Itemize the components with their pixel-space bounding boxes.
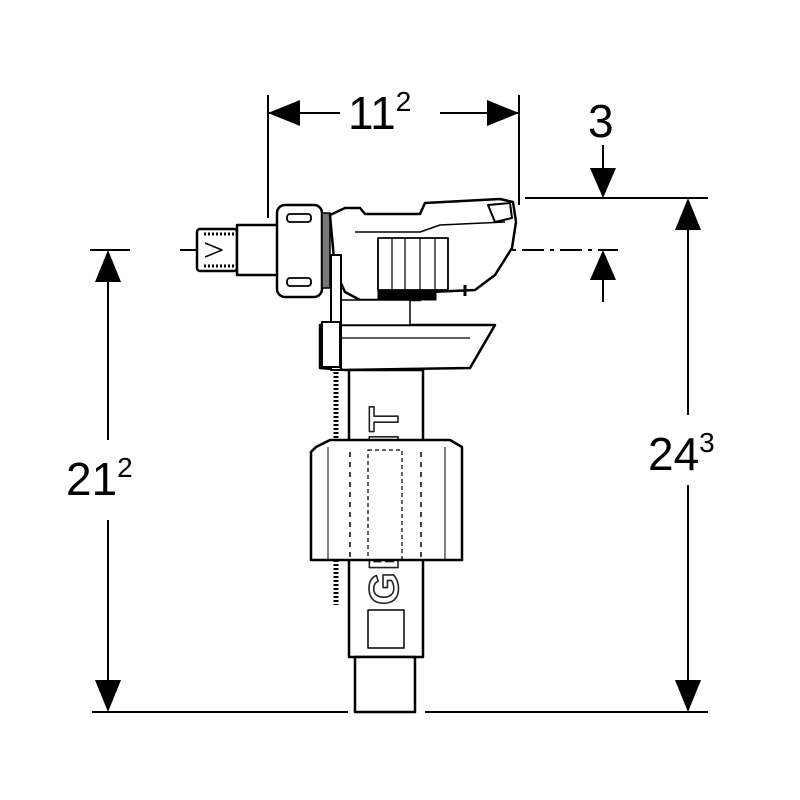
arrow-up-icon: [675, 198, 701, 230]
dim-height-right-label: 243: [648, 427, 715, 480]
arrow-down-icon: [675, 680, 701, 712]
dimension-offset-top: [525, 145, 708, 302]
arrow-right-icon: [487, 100, 519, 126]
float: [309, 438, 464, 562]
dim-height-left-label: 212: [66, 452, 133, 505]
adjustment-rod: [330, 254, 342, 371]
arrow-up-icon: [590, 250, 616, 280]
valve-bowl: [318, 323, 497, 372]
threaded-connector: [195, 223, 285, 277]
arrow-left-icon: [268, 100, 300, 126]
dim-width-top-label: 112: [348, 86, 411, 139]
valve-body: [328, 197, 518, 302]
fill-valve: GEBERIT: [195, 197, 518, 714]
arrow-up-icon: [95, 250, 121, 282]
dim-offset-top-label: 3: [588, 95, 614, 147]
union-nut: [275, 203, 331, 299]
dimension-height-right: [675, 198, 701, 712]
dimension-width-top: [267, 95, 520, 218]
arrow-down-icon: [590, 168, 616, 198]
arrow-down-icon: [95, 680, 121, 712]
dimension-height-left: [95, 250, 121, 712]
inlet-tube: [353, 655, 417, 714]
